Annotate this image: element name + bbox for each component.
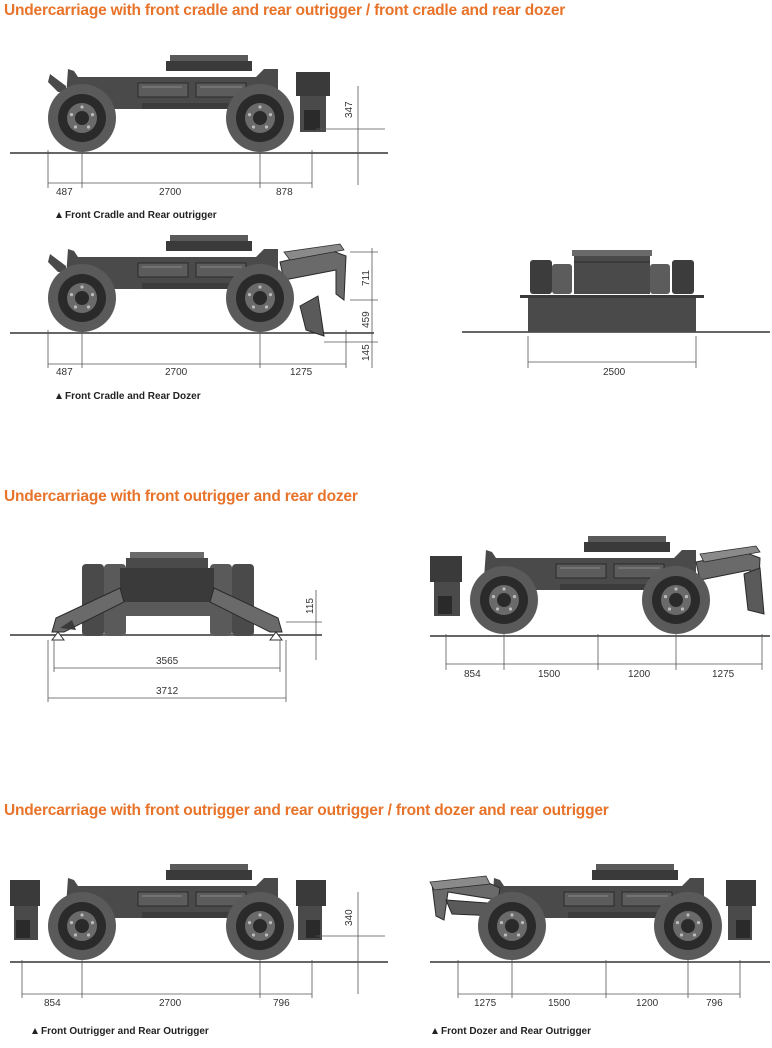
dim-wheelbase: 2700 <box>159 187 182 198</box>
dim-front-overhang: 487 <box>56 187 73 198</box>
section-title-cradle: Undercarriage with front cradle and rear… <box>4 2 566 19</box>
dim-blade-height: 459 <box>361 311 372 328</box>
dim-pad-clearance: 115 <box>305 598 316 614</box>
dim-front-overhang: 1275 <box>474 998 497 1009</box>
caption-dozer-outrigger: Front Dozer and Rear Outrigger <box>432 1026 591 1037</box>
drawing-outrigger-dozer: 854 1500 1200 1275 <box>430 535 770 680</box>
drawing-front-outriggers: 115 3565 3712 <box>10 552 322 702</box>
dim-front-overhang: 487 <box>56 367 73 378</box>
drawing-cradle-outrigger: 347 487 2700 878 <box>10 54 388 198</box>
dim-wheelbase: 2700 <box>159 998 182 1009</box>
dim-rear-overhang: 796 <box>273 998 290 1009</box>
section-title-outrigger: Undercarriage with front outrigger and r… <box>4 802 609 819</box>
triangle-icon <box>432 1028 438 1034</box>
dim-front-overhang: 854 <box>464 669 481 680</box>
caption-cradle-outrigger: Front Cradle and Rear outrigger <box>56 210 217 221</box>
drawing-rear-view: 2500 <box>462 250 770 378</box>
dim-pad-inner: 3565 <box>156 656 179 667</box>
drawing-cradle-dozer: 711 459 145 487 2700 1275 <box>10 234 378 378</box>
section-title-outrigger-dozer: Undercarriage with front outrigger and r… <box>4 488 358 505</box>
dim-rear-overhang: 878 <box>276 187 293 198</box>
triangle-icon <box>56 212 62 218</box>
triangle-icon <box>32 1028 38 1034</box>
dim-wheelbase-front: 1500 <box>548 998 571 1009</box>
dim-wheelbase-rear: 1200 <box>636 998 659 1009</box>
dim-wheelbase: 2700 <box>165 367 188 378</box>
dim-blade-depth: 145 <box>361 344 372 361</box>
dim-front-overhang: 854 <box>44 998 61 1009</box>
dim-blade-lift: 711 <box>361 270 372 286</box>
dim-overall-width: 2500 <box>603 367 626 378</box>
dim-rear-overhang: 796 <box>706 998 723 1009</box>
dim-height: 340 <box>344 909 355 926</box>
dim-wheelbase-front: 1500 <box>538 669 561 680</box>
dim-rear-overhang: 1275 <box>290 367 313 378</box>
dim-rear-overhang: 1275 <box>712 669 735 680</box>
drawing-outrigger-outrigger: 340 854 2700 796 <box>10 863 388 1009</box>
dim-pad-outer: 3712 <box>156 686 179 697</box>
dim-wheelbase-rear: 1200 <box>628 669 651 680</box>
caption-cradle-dozer: Front Cradle and Rear Dozer <box>56 391 201 402</box>
caption-outrigger-outrigger: Front Outrigger and Rear Outrigger <box>32 1026 209 1037</box>
triangle-icon <box>56 393 62 399</box>
drawing-dozer-outrigger: 1275 1500 1200 796 <box>429 863 770 1009</box>
dim-height: 347 <box>344 101 355 118</box>
